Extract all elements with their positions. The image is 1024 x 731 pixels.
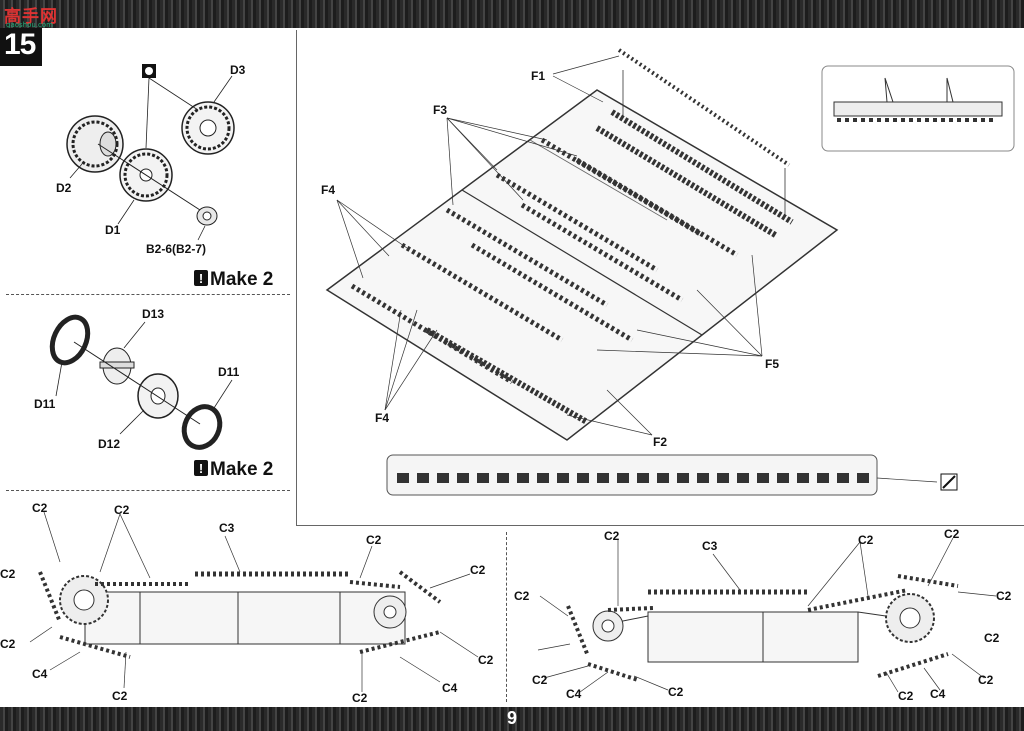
svg-text:!: ! xyxy=(199,271,203,286)
track-left-label-10: C4 xyxy=(442,681,458,695)
inset-side-view xyxy=(821,65,1015,152)
sprue-frame-left xyxy=(296,30,297,526)
make-2-text-idler: Make 2 xyxy=(210,459,273,480)
label-b2-6: B2-6(B2-7) xyxy=(146,242,206,256)
right-track-diagram: C2 C3 C2 C2 C2 C2 C2 C2 C4 C2 C2 C4 C2 xyxy=(514,527,1012,703)
sprue-frame-bottom xyxy=(296,525,1024,526)
track-right-label-2: C3 xyxy=(702,539,718,553)
top-border-band xyxy=(0,0,1024,28)
track-left-label-4: C2 xyxy=(366,533,382,547)
page-number: 9 xyxy=(506,708,517,728)
track-right-label-12: C4 xyxy=(930,687,946,701)
label-f5: F5 xyxy=(765,357,779,371)
track-right-label-6: C2 xyxy=(996,589,1012,603)
callout-leaders-right xyxy=(537,537,997,693)
label-f2: F2 xyxy=(653,435,667,449)
track-left-label-11: C2 xyxy=(352,691,368,705)
label-f4-lower: F4 xyxy=(375,411,389,425)
track-links-left xyxy=(38,570,442,659)
logo-sub-text: gaoshou.com xyxy=(6,21,53,29)
callout-leaders-left xyxy=(29,511,479,692)
track-right-label-9: C4 xyxy=(566,687,582,701)
track-right-label-11: C2 xyxy=(898,689,914,703)
right-track-hull xyxy=(597,611,929,663)
divider-idler-track xyxy=(6,490,290,491)
svg-text:!: ! xyxy=(199,461,203,476)
label-d1: D1 xyxy=(105,223,121,237)
tyre-d11-left xyxy=(49,314,91,366)
track-left-label-12: C2 xyxy=(0,567,16,581)
label-f1: F1 xyxy=(531,69,545,83)
bottom-border-band xyxy=(0,707,1024,731)
sprue-f-diagram: F1 F3 F4 F4 F5 F2 xyxy=(321,48,1015,496)
track-right-label-7: C2 xyxy=(984,631,1000,645)
track-right-label-10: C2 xyxy=(668,685,684,699)
label-d11-right: D11 xyxy=(218,365,240,379)
track-right-label-13: C2 xyxy=(978,673,994,687)
track-right-label-5: C2 xyxy=(514,589,530,603)
track-left-label-9: C2 xyxy=(112,689,128,703)
label-f4-upper: F4 xyxy=(321,183,335,197)
track-link-grid xyxy=(350,109,794,425)
track-detail-strip xyxy=(386,454,938,496)
hub-cap-b2-6 xyxy=(196,206,218,226)
sprue-rail-f1 xyxy=(617,48,791,216)
track-left-label-3: C3 xyxy=(219,521,235,535)
divider-tracks xyxy=(506,532,507,702)
wheel-d12 xyxy=(137,373,179,419)
track-left-label-6: C2 xyxy=(0,637,16,651)
drive-sprocket-left xyxy=(59,575,109,625)
sprocket-d3 xyxy=(181,101,235,155)
tyre-d11-right xyxy=(181,404,223,450)
idler-wheel-left xyxy=(373,595,407,629)
track-left-label-2: C2 xyxy=(114,503,130,517)
step-number-box: 15 xyxy=(0,28,42,66)
idler-wheel-right xyxy=(592,610,624,642)
track-left-label-1: C2 xyxy=(32,501,48,515)
cut-icon xyxy=(940,473,958,491)
left-track-hull xyxy=(84,591,406,645)
idler-assembly-diagram: D13 D11 D11 D12 ! Make 2 xyxy=(34,307,273,480)
label-d2: D2 xyxy=(56,181,72,195)
step-number: 15 xyxy=(4,28,36,61)
track-left-label-8: C4 xyxy=(32,667,48,681)
wheel-assembly-diagram: D3 D2 D1 B2-6(B2-7) ! Make 2 xyxy=(56,63,273,290)
divider-wheel-idler xyxy=(6,294,290,295)
make-2-note: ! Make 2 xyxy=(194,269,273,290)
track-right-label-4: C2 xyxy=(944,527,960,541)
make-2-text: Make 2 xyxy=(210,269,273,290)
track-right-label-1: C2 xyxy=(604,529,620,543)
track-links-right xyxy=(566,574,959,682)
sprue-frame xyxy=(325,89,839,441)
callout-leaders xyxy=(336,55,763,436)
sprocket-d2 xyxy=(66,115,124,173)
site-watermark-logo: 高手网 gaoshou.com xyxy=(4,2,74,30)
cement-icon xyxy=(142,64,156,78)
track-left-label-7: C2 xyxy=(478,653,494,667)
track-right-label-8: C2 xyxy=(532,673,548,687)
label-d3: D3 xyxy=(230,63,246,77)
label-d11-left: D11 xyxy=(34,397,56,411)
left-track-diagram: C2 C2 C3 C2 C2 C2 C2 C4 C2 C4 C2 C2 xyxy=(0,501,494,705)
logo-main-text: 高手网 xyxy=(4,7,58,27)
make-2-note-idler: ! Make 2 xyxy=(194,459,273,480)
hub-d13 xyxy=(99,347,135,385)
label-f3: F3 xyxy=(433,103,447,117)
label-d12: D12 xyxy=(98,437,120,451)
drive-sprocket-right xyxy=(885,593,935,643)
track-left-label-5: C2 xyxy=(470,563,486,577)
track-right-label-3: C2 xyxy=(858,533,874,547)
label-d13: D13 xyxy=(142,307,164,321)
